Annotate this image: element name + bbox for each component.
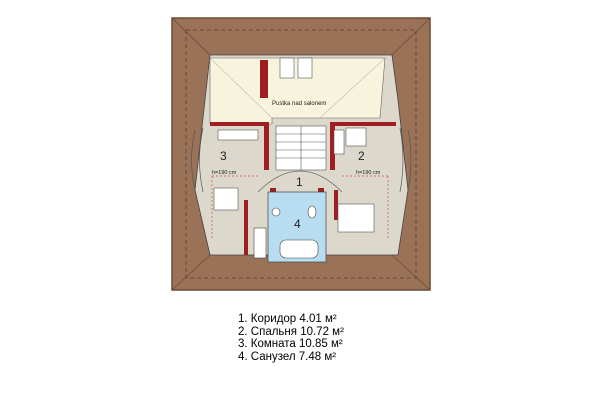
legend-item-bathroom: 4. Санузел 7.48 м²: [238, 350, 337, 363]
armchair: [345, 127, 367, 147]
height-note-right: h=190 cm: [356, 170, 381, 176]
washbasin: [271, 207, 281, 217]
void-label: Pustka nad salonem: [272, 101, 326, 107]
room-number-4: 4: [294, 217, 301, 231]
roof-windows: [279, 57, 313, 79]
roof-overhang-line: [185, 29, 417, 279]
bathroom-fixtures: [271, 205, 319, 259]
desk: [213, 187, 239, 211]
sofa: [217, 129, 259, 141]
bay-windows: [191, 127, 412, 193]
room-number-1: 1: [296, 175, 303, 189]
legend-item-bedroom: 2. Спальня 10.72 м²: [238, 325, 344, 338]
legend-item-corridor: 1. Коридор 4.01 м²: [238, 313, 337, 325]
room-number-2: 2: [358, 149, 365, 163]
roof-hip-lines: [171, 17, 431, 291]
toilet: [307, 205, 317, 219]
floor-plan: Pustka nad salonem h=190 cm h=190 cm 1 2…: [171, 17, 431, 291]
room-furniture: [213, 129, 259, 211]
bathtub: [279, 239, 319, 259]
void-over-living-room: [209, 57, 386, 125]
interior-walls: [210, 122, 396, 255]
bedroom-furniture: [333, 127, 375, 233]
legend-item-room: 3. Комната 10.85 м²: [238, 338, 343, 350]
height-note-left: h=190 cm: [212, 170, 237, 176]
chimney: [260, 60, 268, 98]
wardrobe: [333, 129, 345, 155]
room-number-3: 3: [220, 149, 227, 163]
height-limit-lines: [211, 175, 389, 240]
void-diagonals: [209, 57, 386, 119]
room-legend: 1. Коридор 4.01 м² 2. Спальня 10.72 м² 3…: [238, 313, 438, 363]
bed: [337, 203, 375, 233]
bathroom-shower: [253, 227, 267, 259]
stairs: [275, 125, 327, 171]
corridor-arc: [257, 170, 343, 193]
